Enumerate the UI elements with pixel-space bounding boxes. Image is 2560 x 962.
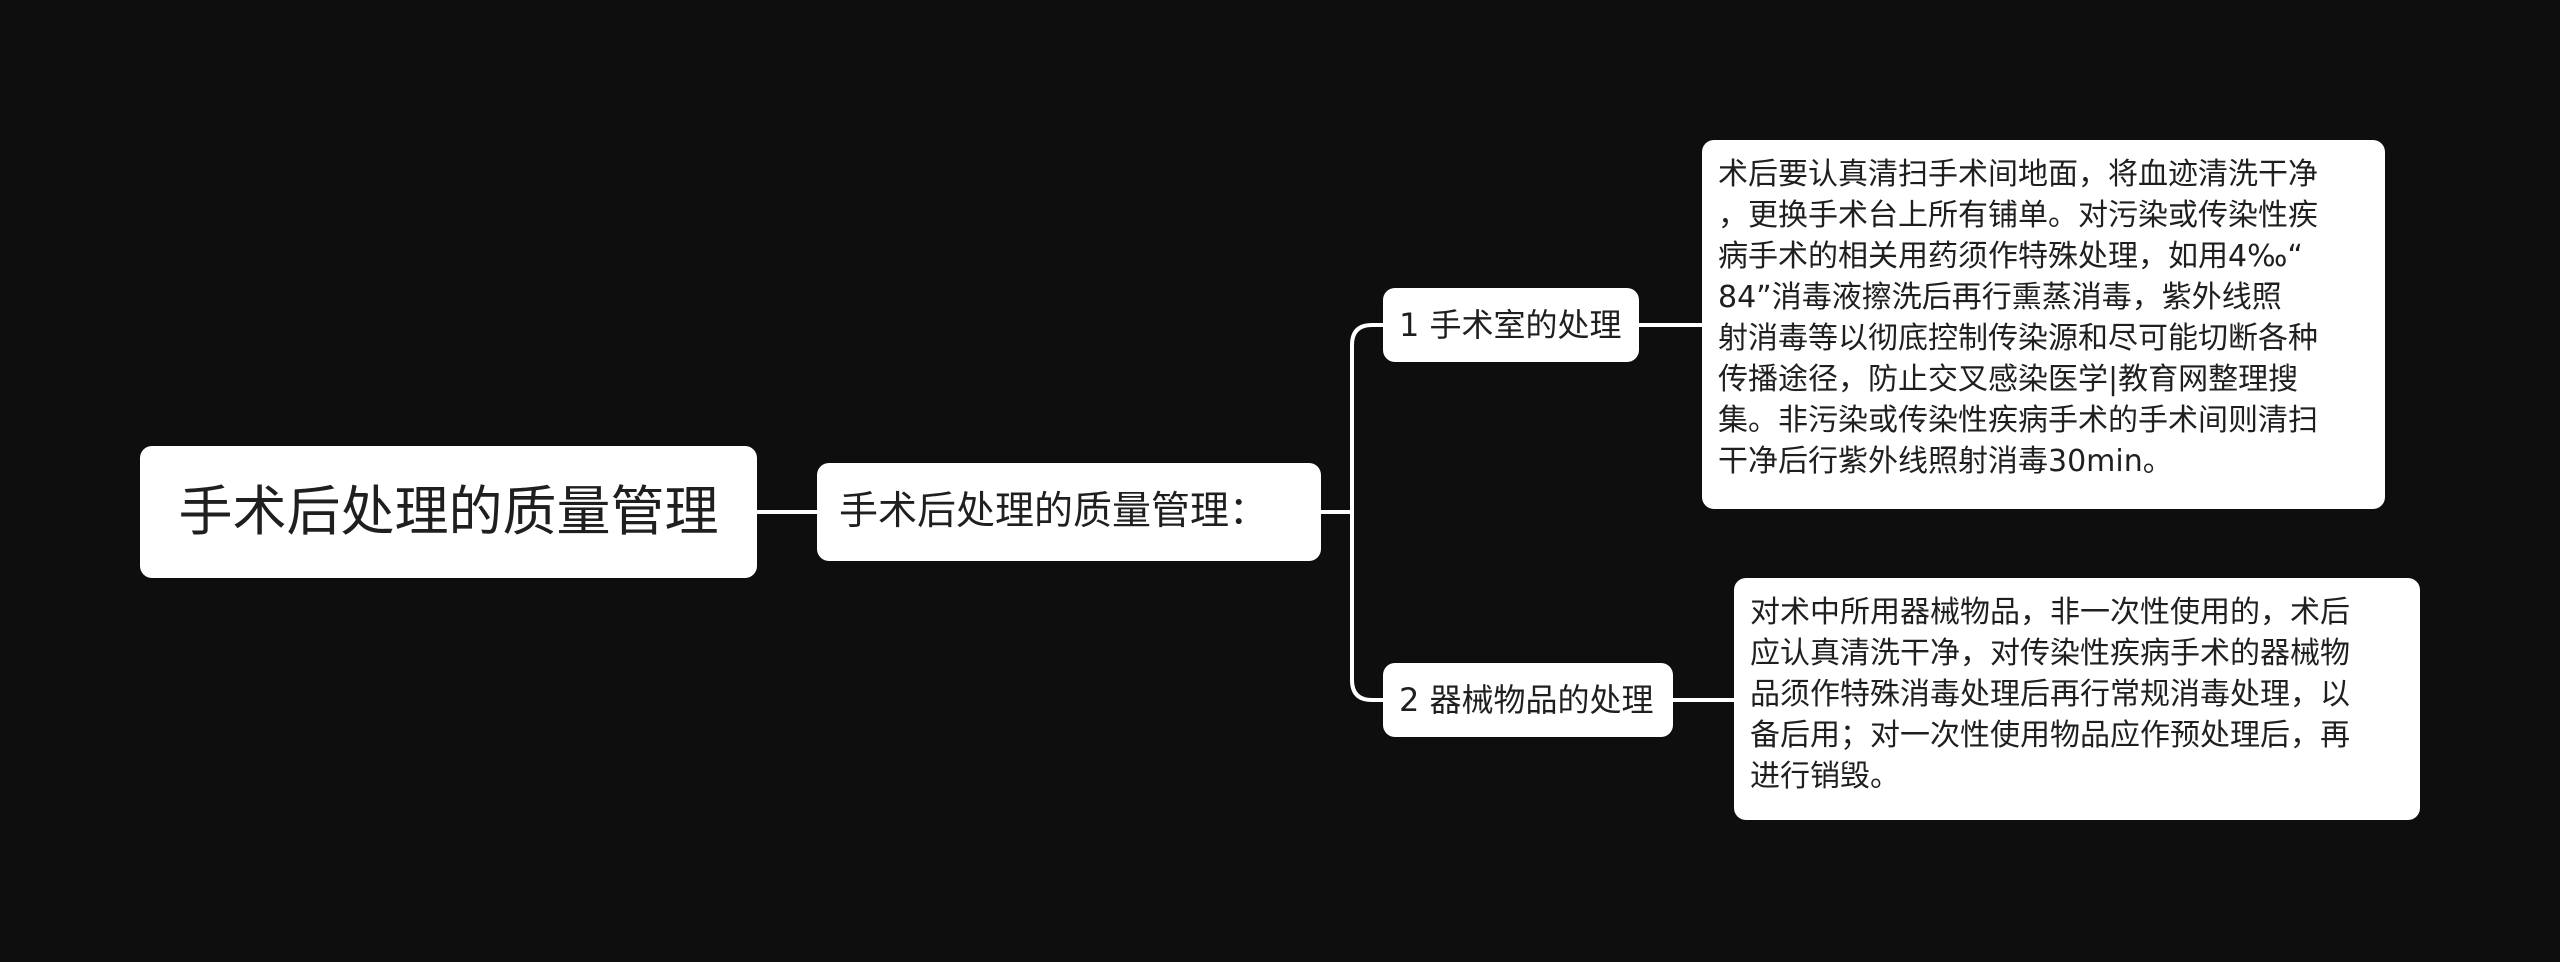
branch-node-instruments[interactable]: 2 器械物品的处理 <box>1383 663 1673 737</box>
connector-subtopic-branch-2 <box>1350 510 1385 702</box>
branch-label: 1 手术室的处理 <box>1399 306 1622 344</box>
detail-line: 应认真清洗干净，对传染性疾病手术的器械物 <box>1750 636 2350 671</box>
detail-line: 射消毒等以彻底控制传染源和尽可能切断各种 <box>1718 321 2318 356</box>
detail-line: 备后用；对一次性使用物品应作预处理后，再 <box>1750 718 2350 753</box>
detail-line: 集。非污染或传染性疾病手术的手术间则清扫 <box>1718 403 2318 438</box>
root-topic[interactable]: 手术后处理的质量管理 <box>140 446 757 578</box>
detail-line: 对术中所用器械物品，非一次性使用的，术后 <box>1750 595 2350 630</box>
branch-node-operating-room[interactable]: 1 手术室的处理 <box>1383 288 1639 362</box>
detail-node-instruments[interactable]: 对术中所用器械物品，非一次性使用的，术后 应认真清洗干净，对传染性疾病手术的器械… <box>1734 578 2420 820</box>
detail-line: 病手术的相关用药须作特殊处理，如用4‰“ <box>1718 239 2303 274</box>
root-topic-label: 手术后处理的质量管理 <box>178 480 719 543</box>
detail-line: 干净后行紫外线照射消毒30min。 <box>1718 444 2173 479</box>
detail-line: ，更换手术台上所有铺单。对污染或传染性疾 <box>1718 198 2318 233</box>
detail-line: 传播途径，防止交叉感染医学|教育网整理搜 <box>1718 362 2299 397</box>
subtopic-node[interactable]: 手术后处理的质量管理： <box>817 463 1321 561</box>
detail-line: 品须作特殊消毒处理后再行常规消毒处理，以 <box>1750 677 2350 712</box>
detail-line: 84”消毒液擦洗后再行熏蒸消毒，紫外线照 <box>1718 280 2282 315</box>
connector-subtopic-branch-1 <box>1319 323 1385 514</box>
detail-line: 进行销毁。 <box>1750 759 1900 794</box>
detail-line: 术后要认真清扫手术间地面，将血迹清洗干净 <box>1718 157 2318 192</box>
branch-label: 2 器械物品的处理 <box>1399 681 1654 719</box>
subtopic-label: 手术后处理的质量管理： <box>839 489 1269 534</box>
detail-node-operating-room[interactable]: 术后要认真清扫手术间地面，将血迹清洗干净 ，更换手术台上所有铺单。对污染或传染性… <box>1702 140 2385 509</box>
